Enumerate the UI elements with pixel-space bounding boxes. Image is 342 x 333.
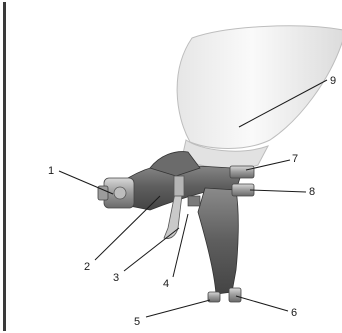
callout-4: 4 xyxy=(163,278,169,290)
gun-body xyxy=(128,152,240,294)
callout-9: 9 xyxy=(330,75,336,87)
callout-1: 1 xyxy=(48,165,54,177)
callout-6: 6 xyxy=(291,307,297,319)
left-border-line xyxy=(3,2,6,331)
callout-3: 3 xyxy=(113,272,119,284)
callout-2: 2 xyxy=(84,261,90,273)
callout-7: 7 xyxy=(292,153,298,165)
pattern-adjust xyxy=(188,196,200,206)
air-cap xyxy=(98,178,134,208)
paint-cup xyxy=(177,26,342,169)
callout-8: 8 xyxy=(309,186,315,198)
callout-5: 5 xyxy=(134,316,140,328)
